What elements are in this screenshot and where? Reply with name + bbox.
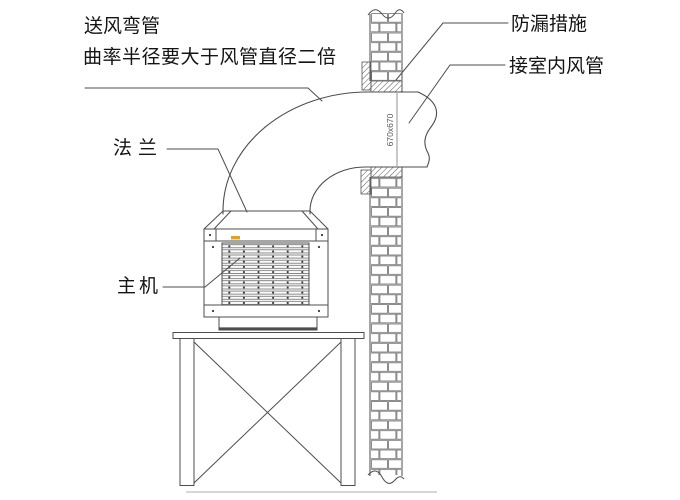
main-unit-body [203, 228, 329, 331]
label-leak-measure: 防漏措施 [511, 14, 588, 35]
wall-break-bottom [367, 470, 405, 484]
wall-break-top [367, 9, 405, 19]
leader-main-unit [162, 257, 241, 288]
duct-outer-wall [222, 91, 419, 215]
leader-indoor-duct [408, 64, 506, 124]
label-main-unit: 主机 [117, 276, 162, 297]
rivets [208, 233, 324, 313]
support-stand [172, 332, 365, 486]
brick-wall [367, 9, 405, 484]
louver-panel [221, 242, 310, 306]
duct-dimension: 670x670 [385, 93, 398, 166]
label-indoor-duct: 接室内风管 [509, 56, 605, 77]
duct-break-symbol [417, 91, 438, 168]
label-flange: 法兰 [113, 138, 164, 159]
stand-brace [193, 341, 342, 484]
leader-bend-pipe [84, 87, 323, 102]
duct-inner-wall [309, 166, 428, 215]
label-bend-note: 曲率半径要大于风管直径二倍 [83, 47, 337, 68]
stand-leg-left [179, 338, 195, 486]
stand-leg-right [340, 338, 356, 486]
duct-size-label: 670x670 [385, 113, 395, 146]
flange-hood [203, 210, 329, 230]
leak-seal-hatch [360, 61, 403, 195]
supply-bend-duct [222, 91, 438, 215]
brand-sticker [231, 236, 240, 240]
brick-wall-upper [371, 13, 401, 81]
stand-top-bar [172, 332, 365, 339]
label-bend-pipe: 送风弯管 [84, 16, 161, 37]
leader-leak-measure [395, 22, 509, 81]
unit-base [218, 316, 318, 331]
leader-flange [166, 148, 248, 213]
leader-lines [84, 22, 509, 288]
brick-wall-lower [371, 177, 401, 475]
